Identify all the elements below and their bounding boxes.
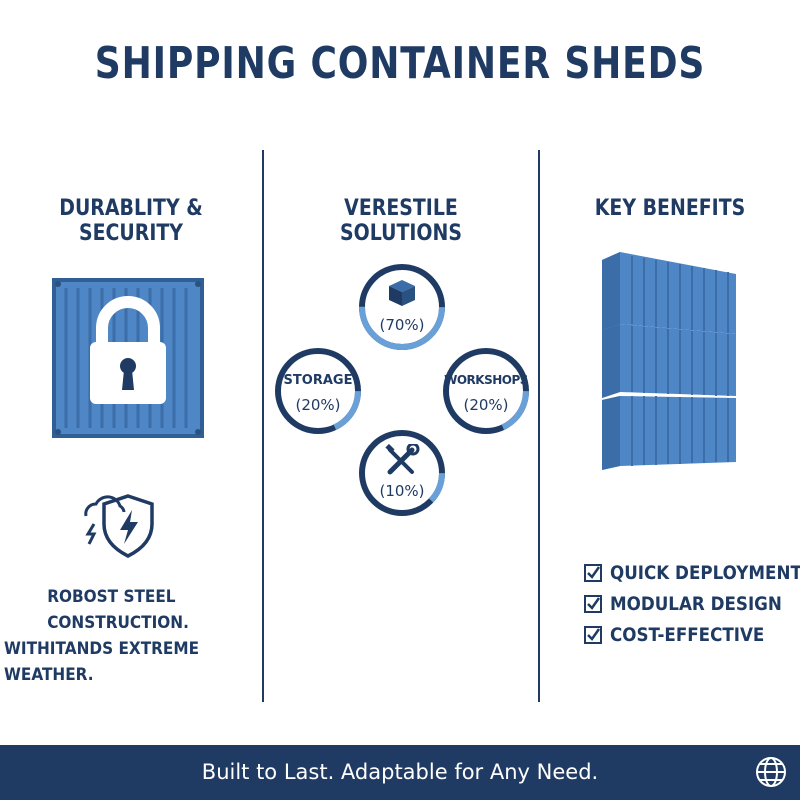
ring-top-percent: (70%) (379, 316, 425, 334)
page-title: SHIPPING CONTAINER SHEDS (94, 38, 706, 89)
ring-top-gauge (359, 264, 445, 350)
benefit-label: MODULAR DESIGN (610, 592, 782, 615)
benefit-item: MODULAR DESIGN (584, 588, 800, 619)
ring-storage: STORAGE (20%) (273, 346, 363, 436)
globe-icon[interactable] (754, 755, 788, 789)
ring-workshops: WORKSHOPS (20%) (441, 346, 531, 436)
footer-bar: Built to Last. Adaptable for Any Need. (0, 745, 800, 800)
heading-versatile: VERESTILE SOLUTIONS (340, 196, 462, 246)
stacked-containers-icon (602, 252, 736, 470)
description-line-1: ROBOST STEEL (47, 587, 176, 607)
ring-storage-gauge (275, 348, 361, 434)
description-line-2: CONSTRUCTION. (47, 613, 189, 633)
checkbox-checked-icon (584, 594, 602, 613)
heading-key-benefits: KEY BENEFITS (594, 196, 746, 221)
footer-tagline: Built to Last. Adaptable for Any Need. (201, 760, 599, 784)
ring-top: (70%) (357, 262, 447, 352)
ring-workshops-gauge (443, 348, 529, 434)
ring-storage-percent: (20%) (295, 396, 341, 414)
checkbox-checked-icon (584, 563, 602, 582)
storm-shield-icon (84, 494, 154, 558)
ring-bottom-percent: (10%) (379, 482, 425, 500)
heading-durability: DURABLITY & SECURITY (59, 196, 203, 246)
ring-storage-label: STORAGE (283, 373, 353, 388)
ring-workshops-percent: (20%) (463, 396, 509, 414)
benefits-list: QUICK DEPLOYMENT MODULAR DESIGN COST-EFF… (584, 557, 800, 650)
benefit-item: COST-EFFECTIVE (584, 619, 800, 650)
column-divider-left (262, 150, 264, 702)
checkbox-checked-icon (584, 625, 602, 644)
padlock-container-icon (52, 278, 204, 438)
box-icon (389, 280, 415, 306)
ring-bottom: (10%) (357, 428, 447, 518)
benefit-item: QUICK DEPLOYMENT (584, 557, 800, 588)
wrench-screwdriver-icon (385, 444, 420, 475)
ring-workshops-label: WORKSHOPS (444, 373, 528, 387)
description-line-3: WITHITANDS EXTREME WEATHER. (4, 639, 200, 685)
benefit-label: QUICK DEPLOYMENT (610, 561, 800, 584)
benefit-label: COST-EFFECTIVE (610, 623, 765, 646)
column-divider-right (538, 150, 540, 702)
durability-description: ROBOST STEEL CONSTRUCTION. WITHITANDS EX… (4, 584, 233, 688)
ring-bottom-gauge (359, 430, 445, 516)
